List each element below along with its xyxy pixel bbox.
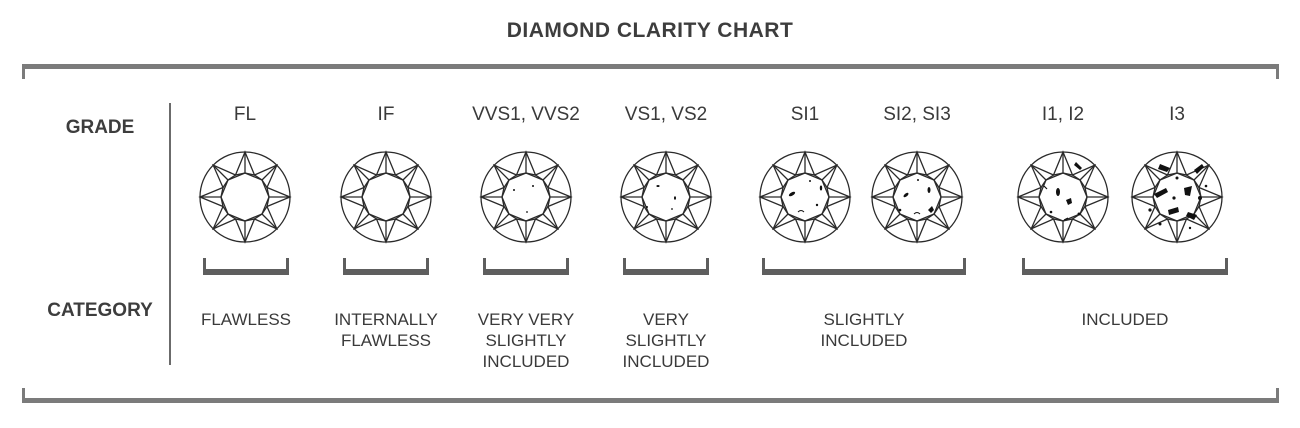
category-row-label: CATEGORY (47, 300, 153, 321)
bracket-vvs (483, 258, 569, 276)
diamond-if-icon (340, 151, 432, 243)
diamond-fl-icon (199, 151, 291, 243)
diamond-vvs-icon (480, 151, 572, 243)
grade-label-i1-i2: I1, I2 (1041, 104, 1085, 125)
diamond-si1-icon (759, 151, 851, 243)
grade-label-if: IF (377, 104, 395, 125)
bracket-internally-flawless (343, 258, 429, 276)
bracket-vs (623, 258, 709, 276)
row-label-separator (169, 103, 171, 365)
frame-bottom-right-tick (1276, 388, 1279, 403)
grade-label-si1: SI1 (790, 104, 820, 125)
frame-bottom-border (22, 398, 1279, 403)
diamond-i3-icon (1131, 151, 1223, 243)
grade-label-vs: VS1, VS2 (624, 104, 708, 125)
category-vs: VERY SLIGHTLY INCLUDED (622, 310, 710, 371)
chart-title: DIAMOND CLARITY CHART (506, 19, 794, 42)
category-flawless: FLAWLESS (200, 310, 292, 329)
frame-bottom-left-tick (22, 388, 25, 403)
frame-top-right-tick (1276, 64, 1279, 79)
diamond-i1-i2-icon (1017, 151, 1109, 243)
diamond-si2-si3-icon (871, 151, 963, 243)
grade-row-label: GRADE (65, 117, 135, 138)
frame-top-border (22, 64, 1279, 69)
bracket-slightly-included (762, 258, 966, 276)
grade-label-si2-si3: SI2, SI3 (883, 104, 951, 125)
category-vvs: VERY VERY SLIGHTLY INCLUDED (477, 310, 575, 371)
bracket-flawless (203, 258, 289, 276)
category-internally-flawless: INTERNALLY FLAWLESS (334, 310, 438, 350)
frame-top-left-tick (22, 64, 25, 79)
diamond-vs-icon (620, 151, 712, 243)
grade-label-fl: FL (233, 104, 257, 125)
grade-label-vvs: VVS1, VVS2 (472, 104, 580, 125)
category-included: INCLUDED (1081, 310, 1169, 329)
bracket-included (1022, 258, 1228, 276)
category-slightly-included: SLIGHTLY INCLUDED (820, 310, 908, 350)
grade-label-i3: I3 (1169, 104, 1185, 125)
